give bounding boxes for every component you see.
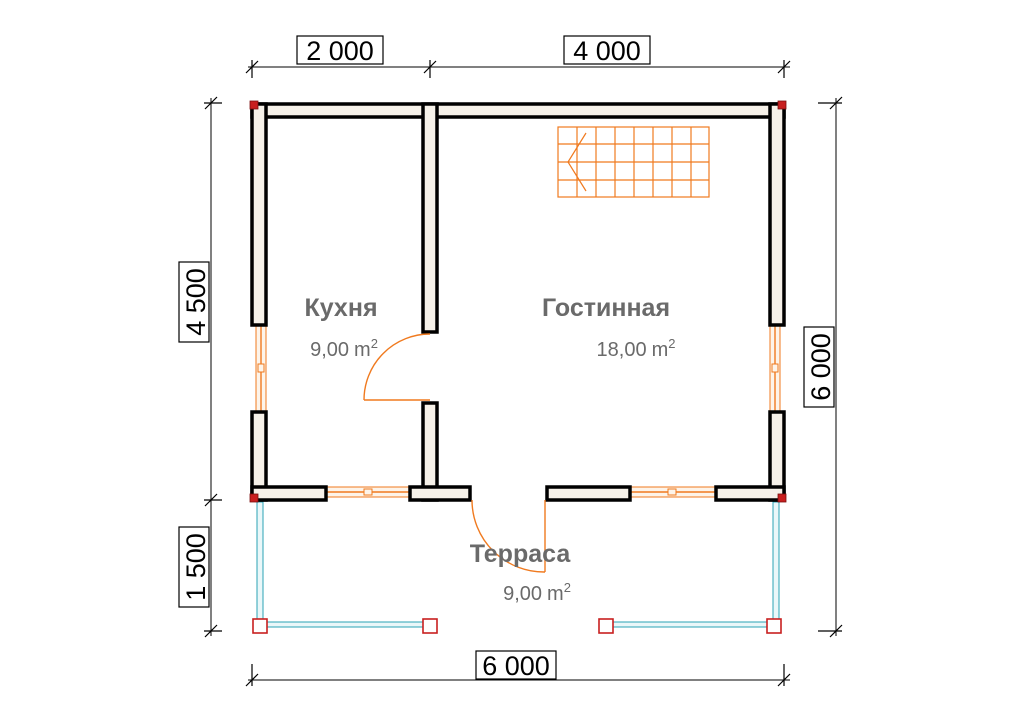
- room-terrace-name: Терраса: [470, 540, 572, 568]
- room-terrace-unit: m: [547, 583, 564, 605]
- dimension-top-left: 2 000: [296, 35, 384, 66]
- room-kitchen-unit: m: [354, 339, 371, 361]
- room-living-sup: 2: [668, 336, 675, 351]
- walls: [250, 102, 786, 502]
- room-terrace-area: 9,00: [503, 583, 542, 605]
- windows: [255, 325, 781, 498]
- dimension-left-lower: 1 500: [178, 526, 211, 608]
- dimension-left-upper: 4 500: [178, 261, 211, 343]
- room-kitchen-name: Кухня: [304, 294, 377, 322]
- dimension-bottom-text: 6 000: [482, 651, 550, 681]
- room-terrace-sup: 2: [564, 580, 571, 595]
- terrace-posts: [252, 618, 782, 634]
- staircase: [557, 126, 710, 198]
- dimension-right: 6 000: [803, 326, 836, 408]
- dimension-top-left-text: 2 000: [306, 36, 374, 66]
- corner-posts: [249, 100, 787, 503]
- room-kitchen-sup: 2: [371, 336, 378, 351]
- dimension-top-right: 4 000: [563, 35, 651, 66]
- room-living-name: Гостинная: [542, 294, 670, 322]
- room-living-area: 18,00: [597, 339, 647, 361]
- dimension-top-right-text: 4 000: [573, 36, 641, 66]
- doors: [363, 333, 546, 573]
- room-living-unit: m: [652, 339, 669, 361]
- dimension-lines: [204, 60, 843, 687]
- dimension-left-upper-text: 4 500: [181, 268, 211, 336]
- dimension-left-lower-text: 1 500: [181, 533, 211, 601]
- dimension-right-text: 6 000: [806, 333, 836, 401]
- room-kitchen-area: 9,00: [310, 339, 349, 361]
- dimension-bottom: 6 000: [475, 650, 557, 681]
